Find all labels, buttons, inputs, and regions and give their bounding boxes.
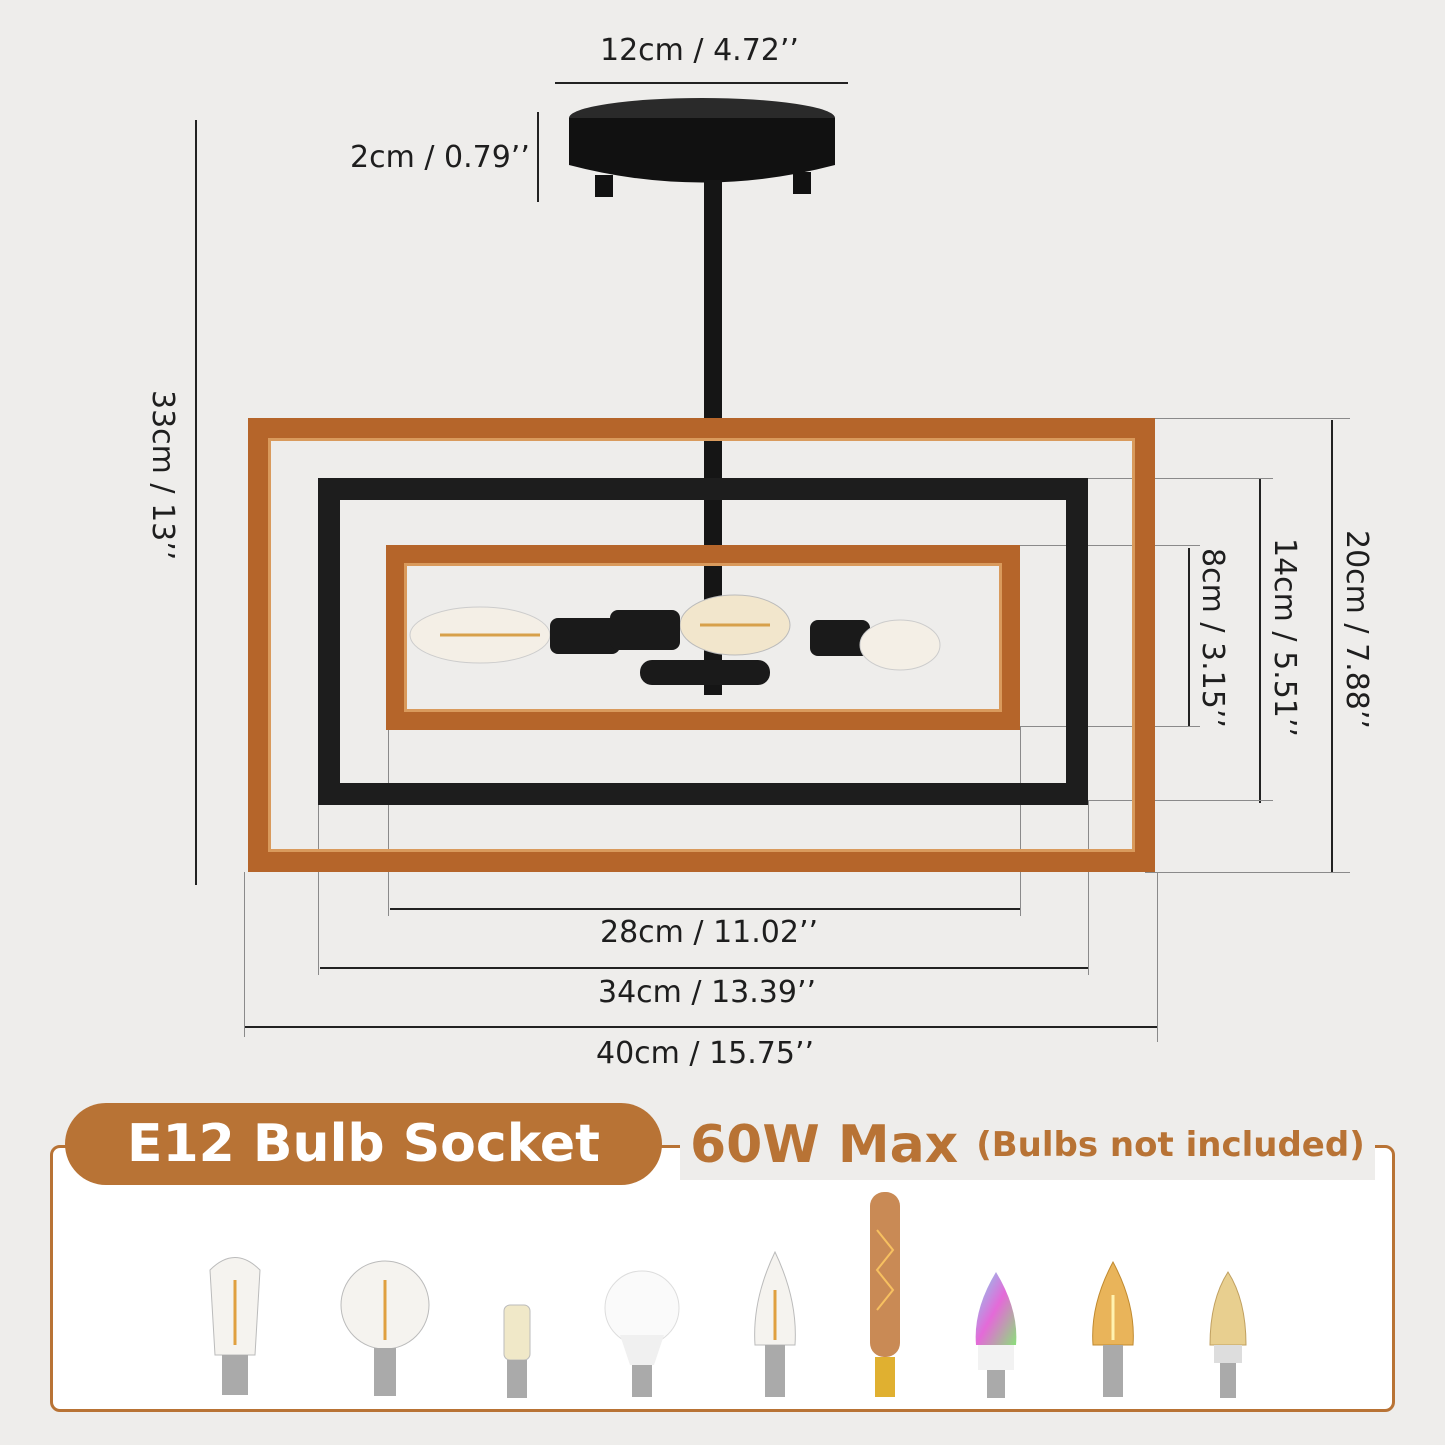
max-wattage: 60W Max [690,1115,959,1175]
bulbs-note: (Bulbs not included) [976,1125,1365,1165]
inner-width-label: 28cm / 11.02’’ [600,915,819,950]
outer-wood-frame [248,418,1155,872]
wattage-banner: 60W Max (Bulbs not included) [680,1110,1375,1180]
middle-width-line [320,967,1088,969]
led-a-bulb-icon [604,1270,680,1397]
clear-candle-bulb-icon [753,1250,796,1397]
tube-bulb-icon [870,1192,901,1397]
st-edison-bulb-icon [209,1257,261,1395]
globe-bulb-icon [340,1260,430,1396]
bulb-list [200,1185,1250,1400]
middle-width-label: 34cm / 13.39’’ [598,975,817,1010]
compatible-bulbs-panel [50,1145,1395,1412]
canopy-height-label: 2cm / 0.79’’ [350,140,530,175]
corn-led-bulb-icon [1209,1271,1247,1398]
outer-height-line [1331,420,1333,872]
canopy-width-label: 12cm / 4.72’’ [600,33,799,68]
outer-width-label: 40cm / 15.75’’ [596,1036,815,1071]
amber-candle-bulb-icon [1092,1260,1135,1397]
outer-width-line [245,1026,1157,1028]
canopy-width-line [555,82,848,84]
inner-height-line [1188,548,1190,726]
rgb-smart-candle-bulb-icon [975,1272,1017,1398]
inner-wood-frame [386,545,1020,730]
bulb-cluster [409,594,941,685]
inner-width-line [390,908,1020,910]
socket-type-badge: E12 Bulb Socket [65,1103,662,1185]
total-height-line [195,120,197,885]
middle-black-frame [318,478,1088,805]
middle-height-line [1259,478,1261,803]
mini-bi-pin-bulb-icon [503,1304,531,1398]
canopy-height-line [537,112,539,202]
